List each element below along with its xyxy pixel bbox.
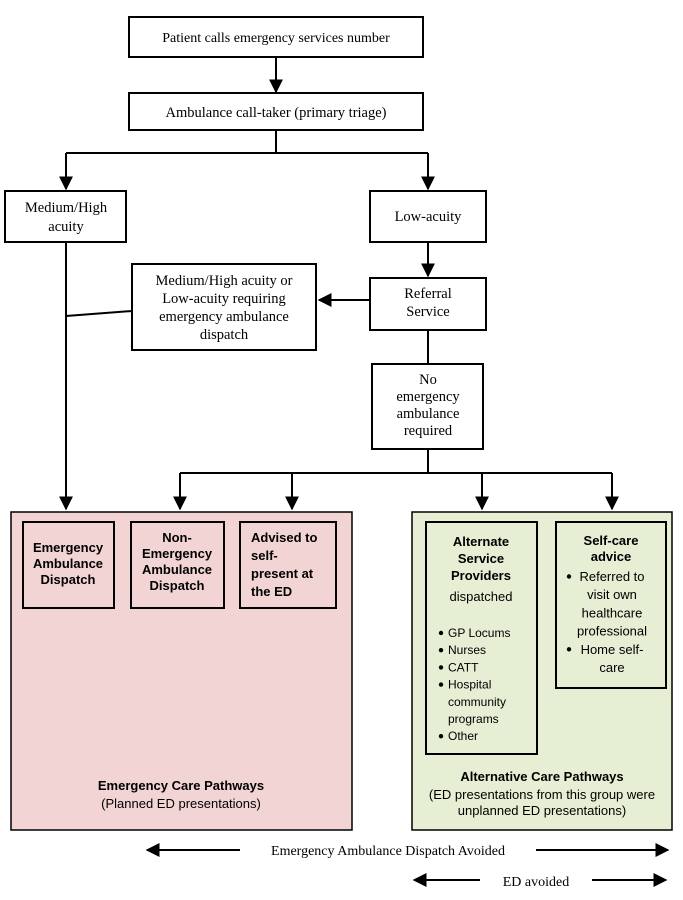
alternate-provider-item: programs <box>448 712 499 726</box>
non-emergency-dispatch-line: Ambulance <box>142 562 212 577</box>
self-care-item: Home self- <box>581 642 644 657</box>
medium-high-or-low-line: dispatch <box>200 327 249 343</box>
bullet-dot <box>438 734 444 739</box>
patient-calls-line: Patient calls emergency services number <box>162 31 390 46</box>
self-care-item: care <box>599 660 624 675</box>
alternate-provider-item: Nurses <box>448 643 486 657</box>
medium-high-or-low-line: emergency ambulance <box>159 309 289 325</box>
bullet-dot <box>438 665 444 670</box>
call-taker-line: Ambulance call-taker (primary triage) <box>165 105 386 121</box>
no-emergency-line: ambulance <box>397 406 460 422</box>
advised-self-present-line: self- <box>251 548 278 563</box>
alternate-provider-item: community <box>448 695 506 709</box>
referral-service-line: Service <box>406 304 449 320</box>
self-care-advice-list: Referred to visit own healthcare profession… <box>566 569 647 675</box>
medium-high-or-low-line: Medium/High acuity or <box>156 273 293 289</box>
emergency-ambulance-dispatch-line: Ambulance <box>33 556 103 571</box>
bullet-dot <box>438 648 444 653</box>
patient-calls-text: Patient calls emergency services number <box>162 31 390 46</box>
alternate-provider-item: Other <box>448 729 478 743</box>
advised-self-present-line: Advised to <box>251 530 318 545</box>
medium-high-or-low-line: Low-acuity requiring <box>162 291 286 307</box>
alternate-provider-item: GP Locums <box>448 626 510 640</box>
alternate-service-providers-heading-line: Providers <box>451 568 511 583</box>
self-care-advice-heading-line: advice <box>591 549 631 564</box>
emergency-care-title: Emergency Care Pathways <box>98 778 264 793</box>
bullet-dot <box>566 574 572 579</box>
medium-high-acuity-text: Medium/High acuity <box>25 200 108 235</box>
advised-self-present-line: present at <box>251 566 314 581</box>
advised-self-present-box <box>239 521 337 609</box>
advised-self-present-text: Advised to self-present at the ED <box>251 530 318 599</box>
medium-high-or-low-text: Medium/High acuity or Low-acuity requirin… <box>156 273 293 343</box>
alternate-provider-item: Hospital <box>448 678 491 692</box>
medium-high-acuity-line: Medium/High <box>25 200 108 216</box>
dispatch-avoided-label: Emergency Ambulance Dispatch Avoided <box>271 844 505 859</box>
bullet-dot <box>438 682 444 687</box>
bullet-dot <box>438 630 444 636</box>
medium-high-acuity-line: acuity <box>48 219 84 235</box>
no-emergency-line: emergency <box>396 389 460 405</box>
emergency-ambulance-dispatch-line: Dispatch <box>41 572 96 587</box>
alternate-provider-item: CATT <box>448 660 479 674</box>
medium-high-acuity-box <box>4 190 127 243</box>
emergency-ambulance-dispatch-box <box>22 521 115 609</box>
alternative-care-title: Alternative Care Pathways <box>460 769 623 784</box>
alternate-service-providers-sub: dispatched <box>450 589 513 604</box>
non-emergency-dispatch-box <box>130 521 225 609</box>
low-acuity-line: Low-acuity <box>395 209 463 225</box>
no-emergency-line: required <box>404 423 453 439</box>
low-acuity-text: Low-acuity <box>395 209 463 225</box>
emergency-care-subtitle: (Planned ED presentations) <box>101 796 261 811</box>
connectors <box>59 57 619 511</box>
non-emergency-dispatch-line: Emergency <box>142 546 213 561</box>
self-care-advice-box <box>555 521 667 689</box>
non-emergency-dispatch-line: Non- <box>162 530 192 545</box>
alternative-care-subtitle-line: (ED presentations from this group were <box>429 787 655 802</box>
alternate-service-providers-heading-line: Service <box>458 551 504 566</box>
no-emergency-line: No <box>419 372 437 388</box>
alternate-service-providers-box <box>425 521 538 755</box>
non-emergency-dispatch-line: Dispatch <box>150 578 205 593</box>
patient-calls-box <box>128 16 424 58</box>
medium-high-or-low-box <box>131 263 317 351</box>
low-acuity-box <box>369 190 487 243</box>
self-care-advice-heading-line: Self-care <box>584 533 639 548</box>
advised-self-present-line: the ED <box>251 584 292 599</box>
bullet-dot <box>566 647 572 652</box>
self-care-item: healthcare <box>582 605 643 620</box>
no-emergency-box <box>371 363 484 450</box>
self-care-item: Referred to <box>579 569 644 584</box>
referral-service-box <box>369 277 487 331</box>
referral-service-line: Referral <box>404 286 452 302</box>
self-care-item: visit own <box>587 587 637 602</box>
call-taker-text: Ambulance call-taker (primary triage) <box>165 105 386 121</box>
self-care-item: professional <box>577 624 647 639</box>
call-taker-box <box>128 92 424 131</box>
emergency-ambulance-dispatch-line: Emergency <box>33 540 104 555</box>
alternative-care-subtitle-line: unplanned ED presentations) <box>458 803 626 818</box>
alternate-service-providers-heading-line: Alternate <box>453 534 509 549</box>
ed-avoided-label: ED avoided <box>503 875 569 890</box>
